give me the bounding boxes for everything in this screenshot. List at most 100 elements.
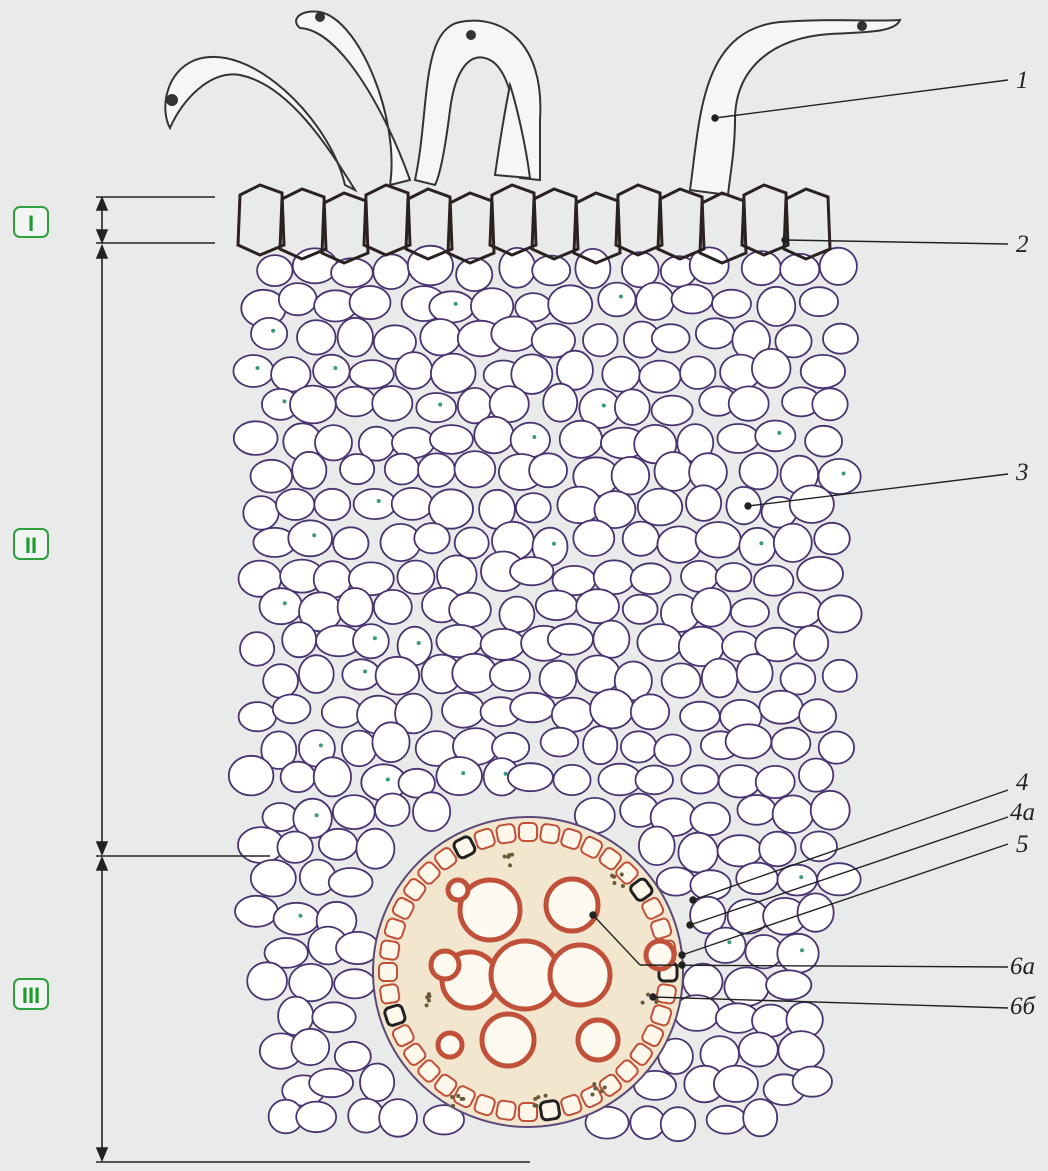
label-6a: 6a — [1010, 954, 1035, 979]
cortex-cell — [696, 522, 741, 558]
cortex-cell — [333, 795, 375, 829]
cortex-cell — [655, 452, 693, 491]
cortex-cell — [229, 756, 274, 796]
cortex-cell — [420, 319, 460, 355]
cortex-cell — [801, 355, 845, 388]
xylem-vessel — [438, 1033, 462, 1057]
cortex-cell — [247, 962, 287, 999]
cortex-cell — [540, 661, 577, 698]
cortex-cell — [510, 557, 553, 585]
cortex-cell — [372, 722, 409, 762]
cortex-cell — [777, 934, 818, 973]
label-5: 5 — [1016, 832, 1029, 857]
endodermis-cell — [379, 940, 400, 961]
cortex-cell — [731, 598, 769, 626]
cortex-cell — [397, 561, 434, 594]
cortex-cell — [683, 964, 722, 1000]
cortex-cell — [442, 693, 484, 728]
endodermis-cell — [540, 1100, 561, 1121]
cortex-cell — [774, 524, 812, 562]
cortex-cell — [771, 728, 810, 760]
exodermis-cell — [616, 185, 662, 255]
endodermis-cell — [379, 984, 400, 1005]
cortex-cell — [759, 832, 795, 867]
cortex-cell — [793, 1067, 832, 1097]
cortex-cell — [790, 485, 834, 523]
cortex-cell — [590, 689, 633, 728]
label-6b: 6б — [1010, 994, 1035, 1019]
cortex-cell — [754, 566, 793, 596]
label-1: 1 — [1016, 68, 1029, 93]
cortex-cell — [416, 393, 456, 422]
cortex-cell — [615, 389, 650, 425]
cortex-cell — [680, 702, 720, 731]
cortex-cell — [353, 624, 389, 658]
cortex-cell — [342, 731, 376, 767]
cortex-cell — [257, 255, 292, 286]
cortex-cell — [638, 489, 682, 526]
cortex-cell — [313, 355, 350, 388]
cortex-cell — [319, 829, 358, 860]
cortex-cell — [819, 732, 854, 764]
cortex-cell — [662, 663, 701, 697]
cortex-cell — [623, 522, 659, 556]
cortex-cell — [449, 593, 491, 627]
cortex-cell — [429, 291, 474, 322]
exodermis-cell — [238, 185, 284, 255]
xylem-vessel — [482, 1014, 534, 1066]
cortex-cell — [548, 285, 592, 323]
exodermis-cell — [742, 185, 788, 255]
exodermis-cell — [490, 185, 536, 255]
cortex-cell — [292, 452, 326, 489]
cortex-cell — [742, 251, 781, 285]
cortex-cell — [342, 659, 380, 689]
cortex-cell — [639, 361, 680, 393]
cortex-cell — [690, 803, 730, 836]
cortex-cell — [414, 523, 449, 553]
cortex-cell — [455, 451, 496, 487]
cortex-cell — [672, 285, 713, 314]
exodermis-cell — [448, 193, 494, 263]
cortex-cell — [757, 287, 795, 326]
cortex-cell — [714, 1066, 758, 1102]
cortex-cell — [508, 763, 553, 791]
cortex-cell — [456, 258, 492, 291]
cortex-cell — [759, 691, 802, 724]
cortex-cell — [678, 833, 717, 873]
cortex-cell — [260, 588, 303, 624]
cortex-cell — [374, 590, 412, 624]
cortex-cell — [805, 426, 842, 457]
cortex-cell — [652, 324, 690, 352]
cortex-cell — [726, 724, 772, 758]
cortex-cell — [297, 320, 336, 354]
cortex-cell — [481, 629, 525, 660]
cortex-cell — [251, 860, 296, 897]
cortex-cell — [583, 324, 618, 356]
zone-badge-I: I — [13, 206, 49, 238]
cortex-cell — [290, 386, 336, 424]
cortex-cell — [602, 357, 639, 392]
cortex-cell — [375, 794, 410, 826]
cortex-cell — [350, 360, 394, 388]
cortex-cell — [631, 694, 669, 729]
cortex-cell — [766, 970, 811, 999]
label-4a: 4a — [1010, 800, 1035, 825]
cortex-cell — [392, 488, 433, 520]
cortex-cell — [740, 453, 778, 489]
cortex-cell — [350, 286, 391, 319]
root-hairs — [165, 11, 900, 195]
cortex-cell — [798, 893, 834, 931]
cortex-cell — [661, 1107, 696, 1141]
endodermis-cell — [496, 1100, 517, 1121]
cortex-cell — [794, 626, 828, 661]
cortex-cell — [281, 762, 316, 792]
cortex-cell — [243, 496, 278, 530]
cortex-cell — [801, 832, 837, 862]
cortex-cell — [657, 526, 701, 562]
cortex-cell — [635, 766, 673, 795]
cortex-cell — [652, 396, 693, 426]
cortex-cell — [334, 969, 375, 998]
exodermis-cell — [658, 189, 704, 259]
